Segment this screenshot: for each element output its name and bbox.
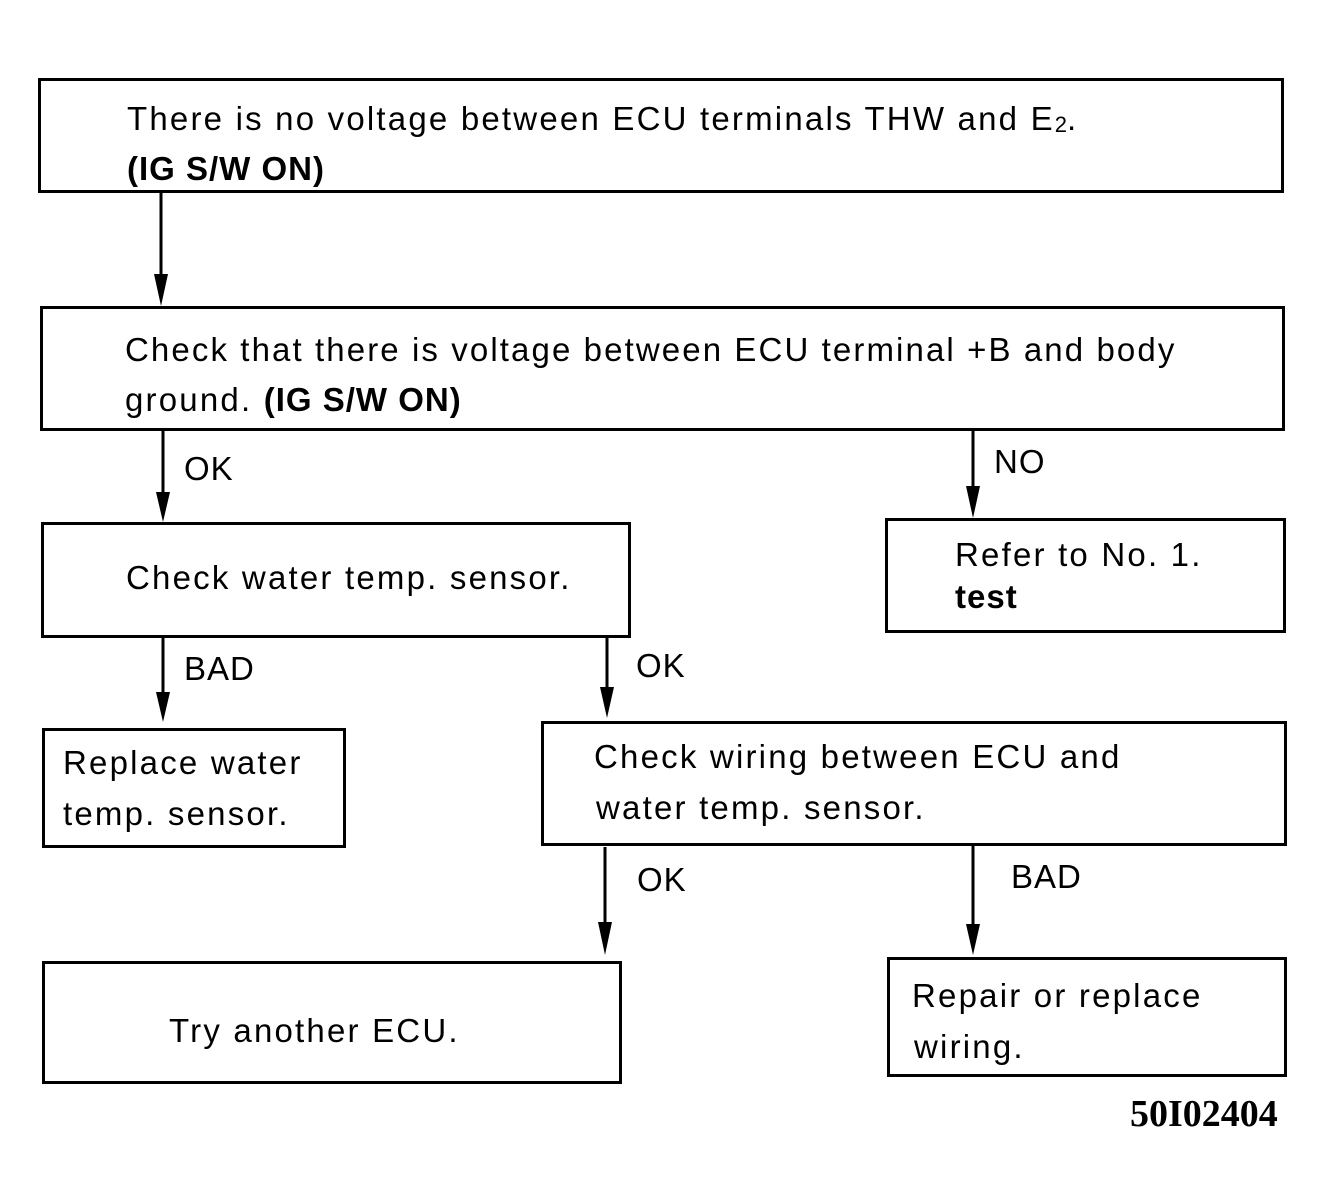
replace-sensor-line1: Replace water [63,744,303,781]
check-sensor-text: Check water temp. sensor. [126,559,572,596]
arrowhead-wiring-to-ecu [598,922,612,955]
repair-wiring-line1: Repair or replace [912,977,1203,1014]
repair-wiring-box [887,957,1287,1077]
label-ok-1: OK [184,450,234,487]
check-wiring-box [541,721,1287,846]
check-sensor-box [41,522,631,638]
label-bad-2: BAD [1011,858,1082,895]
replace-sensor-box [42,728,346,848]
label-ok-2: OK [636,647,686,684]
arrowhead-check-to-refer [966,486,980,518]
label-no-1: NO [994,443,1046,480]
try-ecu-box [42,961,622,1084]
replace-sensor-line2: temp. sensor. [63,795,290,832]
check-plus-b-line2: ground. (IG S/W ON) [125,381,462,418]
arrowhead-wiring-to-repair [966,924,980,955]
check-plus-b-line1: Check that there is voltage between ECU … [125,331,1177,368]
figure-number: 50I02404 [1130,1093,1278,1135]
check-wiring-line1: Check wiring between ECU and [594,738,1122,775]
arrowhead-check-to-sensor [156,492,170,522]
check-plus-b-box [40,306,1285,431]
arrowhead-sensor-to-replace [156,692,170,722]
refer-test-line2: test [955,578,1018,615]
label-ok-3: OK [637,861,687,898]
arrowhead-sensor-to-wiring [600,687,614,718]
start-condition-line2: (IG S/W ON) [127,150,325,187]
arrowhead-start-to-check [154,274,168,306]
repair-wiring-line2: wiring. [914,1028,1025,1065]
check-wiring-line2: water temp. sensor. [596,789,926,826]
start-condition-box [38,78,1284,193]
refer-test-line1: Refer to No. 1. [955,536,1203,573]
label-bad-1: BAD [184,650,255,687]
refer-test-box [885,518,1286,633]
start-condition-line1: There is no voltage between ECU terminal… [127,100,1079,137]
try-ecu-text: Try another ECU. [169,1012,460,1049]
